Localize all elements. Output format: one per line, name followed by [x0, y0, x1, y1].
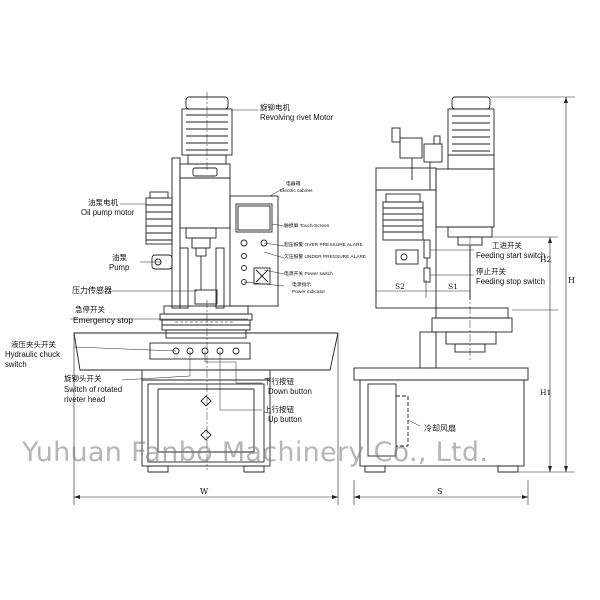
up-button-label-en: Up button	[268, 415, 302, 424]
revolving-motor-label-en: Revolving rivet Motor	[260, 113, 334, 122]
hydraulic-chuck-label-en2: switch	[5, 360, 27, 369]
power-switch-label: 电源开关 Power switch	[284, 272, 333, 277]
dim-s1: S1	[448, 282, 458, 291]
front-motor	[181, 92, 233, 170]
under-pressure-label: 欠压报警 UNDER PRESSURE ALARE	[284, 255, 367, 260]
side-view	[353, 96, 529, 473]
feeding-start-label-en: Feeding start switch	[476, 251, 546, 260]
touch-screen-label: 触摸屏 Touch-Screen	[284, 224, 330, 229]
rotated-head-label-cn: 旋铆头开关	[64, 374, 102, 383]
emergency-stop-label-en: Emergency stop	[73, 315, 133, 325]
dimension-lines	[73, 96, 575, 505]
side-motor	[447, 96, 495, 170]
dim-h1: H1	[540, 388, 552, 397]
pump-label-cn: 油泵	[112, 253, 127, 262]
dim-h: H	[568, 276, 575, 285]
hydraulic-chuck-label-cn: 液压夹头开关	[11, 340, 56, 349]
dim-w: W	[200, 487, 209, 496]
pump-label-en: Pump	[109, 263, 130, 272]
company-watermark: Yuhuan Fanbo Machinery Co., Ltd.	[22, 437, 489, 468]
hydraulic-chuck-label-en1: Hydraulic chuck	[5, 350, 61, 359]
feeding-start-label-cn: 工进开关	[492, 241, 522, 250]
dim-h2: H2	[540, 255, 552, 264]
cooling-fan-label: 冷却风扇	[424, 424, 456, 433]
leader-lines	[70, 109, 474, 427]
front-view	[73, 92, 339, 473]
pressure-sensor-label: 压力传感器	[72, 286, 112, 295]
down-button-label-en: Down button	[268, 387, 312, 396]
electric-cabinet-label-en: Electric cabinet	[280, 189, 313, 194]
rotated-head-label-en1: Switch of rotated	[64, 385, 123, 394]
oil-pump-motor-label-cn: 油泵电机	[88, 198, 118, 207]
over-pressure-label: 超压报警 OVER PRESSURE ALARE	[284, 243, 363, 248]
up-button-label-cn: 上行按钮	[264, 405, 294, 414]
arrowheads	[74, 97, 568, 499]
emergency-stop-label-cn: 急停开关	[75, 305, 105, 314]
oil-pump-motor-label-en: Oil pump motor	[81, 208, 135, 217]
feeding-stop-label-en: Feeding stop switch	[476, 277, 545, 286]
dim-s: S	[437, 487, 443, 496]
front-electric-cabinet	[229, 195, 279, 307]
dim-s2: S2	[395, 282, 405, 291]
side-oil-pump-motor	[382, 193, 424, 265]
electric-cabinet-label-cn: 电器箱	[286, 182, 301, 187]
front-oil-pump-motor	[145, 191, 173, 270]
feeding-stop-label-cn: 停止开关	[476, 267, 506, 276]
rotated-head-label-en2: riveter head	[64, 395, 106, 404]
power-indicator-label-en: Power indicator	[292, 290, 326, 295]
power-indicator-label-cn: 电源指示	[292, 283, 312, 288]
down-button-label-cn: 下行按钮	[264, 377, 294, 386]
revolving-motor-label-cn: 旋铆电机	[260, 103, 290, 112]
